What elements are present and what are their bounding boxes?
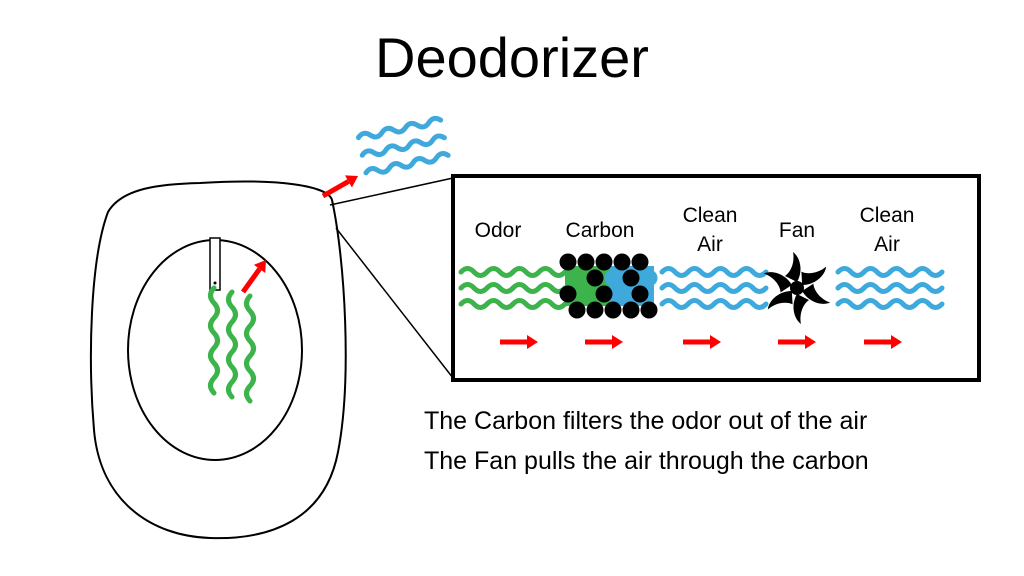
carbon-granule [604, 301, 622, 319]
carbon-granule [622, 269, 640, 287]
carbon-granule [631, 253, 649, 271]
carbon-granule [568, 301, 586, 319]
carbon-granule [640, 269, 658, 287]
vent-arrow [240, 260, 266, 294]
flow-arrow-1 [500, 335, 538, 349]
carbon-granule [613, 253, 631, 271]
flow-arrow-4 [778, 335, 816, 349]
carbon-granule [577, 285, 595, 303]
clean-air-waves-2 [838, 269, 942, 308]
carbon-granule [595, 253, 613, 271]
diagram-title: Deodorizer [375, 26, 649, 89]
zoom-line-bottom [335, 227, 454, 379]
fan-label: Fan [778, 219, 816, 242]
caption-line-1: The Carbon filters the odor out of the a… [424, 407, 868, 435]
carbon-bed [559, 253, 658, 319]
carbon-granule [568, 269, 586, 287]
carbon-label: Carbon [565, 219, 635, 242]
carbon-granule [595, 285, 613, 303]
zoom-box [451, 174, 981, 382]
carbon-granule [586, 269, 604, 287]
carbon-granule [604, 269, 622, 287]
carbon-granule [622, 301, 640, 319]
flow-arrow-5 [864, 335, 902, 349]
carbon-granule [640, 301, 658, 319]
clean-air-waves-1 [662, 269, 766, 308]
carbon-granule [559, 285, 577, 303]
clean-air-2-label: Clean Air [859, 204, 915, 256]
carbon-granule [559, 253, 577, 271]
carbon-granule [613, 285, 631, 303]
carbon-granule [586, 301, 604, 319]
exit-arrow [321, 175, 358, 199]
exit-clean-air-waves [358, 117, 449, 176]
zoom-line-top [329, 177, 454, 206]
carbon-granule [577, 253, 595, 271]
odor-label: Odor [474, 219, 522, 242]
carbon-granule [631, 285, 649, 303]
clean-air-1-label: Clean Air [682, 204, 738, 256]
fan-icon [759, 252, 835, 324]
odor-waves [461, 269, 565, 308]
caption-line-2: The Fan pulls the air through the carbon [424, 447, 869, 475]
flow-arrow-3 [683, 335, 721, 349]
flow-arrow-2 [585, 335, 623, 349]
